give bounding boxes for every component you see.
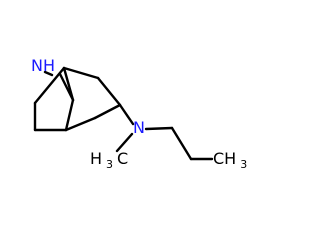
bond-ch2-ch2	[170, 126, 193, 161]
bond-c2-c3	[64, 98, 75, 132]
bond-n-ch2	[144, 126, 174, 131]
molecule-structure-diagram: NH N H 3 C CH 3	[31, 56, 247, 172]
amine-n-atom-label: N	[133, 118, 145, 137]
bond-n-methyl	[115, 132, 134, 153]
bond-set	[33, 66, 214, 161]
atom-labels: NH N H 3 C CH 3	[31, 56, 247, 172]
bond-c1-c7	[33, 66, 66, 105]
terminal-ch: CH	[213, 149, 236, 168]
bond-c1-c8	[62, 66, 100, 80]
bond-c5-c4	[64, 116, 97, 132]
bond-c1-nh	[43, 70, 54, 77]
bond-c4-c9	[93, 103, 122, 120]
terminal-methyl-atom-label: CH 3	[213, 149, 247, 171]
methyl-atom-label: H 3 C	[90, 149, 128, 172]
bond-c9-n	[118, 103, 135, 126]
bond-c8-c9	[96, 76, 122, 107]
nh-atom-label: NH	[31, 56, 55, 75]
bond-c1-c2	[62, 66, 75, 102]
terminal-subscript: 3	[240, 158, 247, 171]
methyl-subscript: 3	[106, 158, 113, 171]
methyl-c: C	[117, 149, 128, 168]
methyl-h: H	[90, 149, 102, 168]
